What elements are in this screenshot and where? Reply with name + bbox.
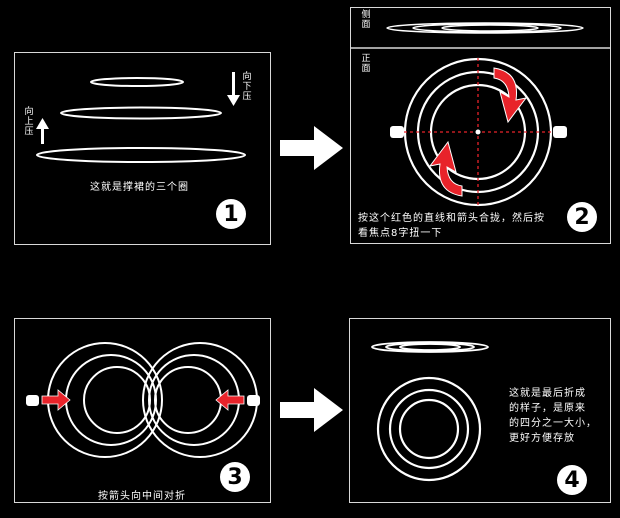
clip-icon [390,126,567,138]
step-panel-2 [350,7,611,244]
side-view-label: 侧面 [361,10,371,30]
ring-small [90,77,184,87]
fold-arrow-icon [41,389,245,411]
up-arrow-icon [36,118,49,144]
label-press-down: 向下压 [242,72,252,102]
panel1-rings [36,77,246,163]
step-panel-1 [14,52,271,245]
stacked-rings-side [371,341,489,353]
side-view-rings [386,22,584,34]
right-arrow-icon [280,388,343,432]
twist-arrow-icon [428,67,528,197]
step-panel-4 [349,318,611,503]
front-view-label: 正面 [361,54,371,74]
ring-medium [60,106,222,120]
step-number-badge: 2 [567,202,597,232]
step-number-badge: 4 [557,465,587,495]
step-number-badge: 3 [220,462,250,492]
clip-icon [26,395,260,406]
step-panel-3 [14,318,271,503]
panel3-caption: 按箭头向中间对折 [98,491,186,502]
label-press-up: 向上压 [24,107,34,137]
step-number-badge: 1 [216,199,246,229]
panel2-caption: 按这个红色的直线和箭头合拢，然后按 看焦点8字扭一下 [358,213,545,239]
right-arrow-icon [280,126,343,170]
panel1-caption: 这就是撑裙的三个圈 [90,182,189,193]
stacked-rings-front [376,376,482,482]
ring-large [36,147,246,163]
down-arrow-icon [227,72,240,106]
panel4-caption: 这就是最后折成 的样子，是原来 的四分之一大小， 更好方便存放 [509,388,597,444]
